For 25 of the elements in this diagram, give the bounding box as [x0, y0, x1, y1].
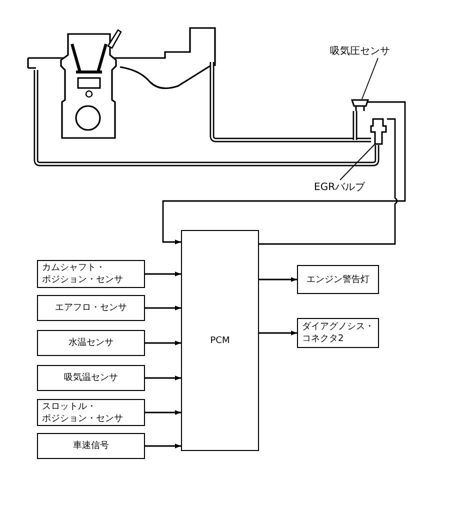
arrow: [145, 340, 181, 346]
arrow: [145, 444, 181, 448]
component-box: エンジン警告灯: [297, 265, 379, 294]
component-box: カムシャフト・ポジション・センサ: [37, 260, 145, 288]
arrow: [145, 410, 181, 415]
arrow: [145, 306, 181, 310]
control-module-box: PCM: [181, 230, 259, 451]
valve-drawing: [369, 116, 387, 146]
arrow: [145, 376, 181, 380]
component-box: スロットル・ポジション・センサ: [37, 399, 145, 426]
component-box: 吸気温センサ: [37, 365, 145, 391]
arrow: [162, 101, 406, 244]
leader-line: [340, 144, 376, 180]
arrow: [259, 277, 297, 282]
component-box: エアフロ・センサ: [37, 295, 145, 321]
wire: [259, 118, 398, 245]
part-label: 吸気圧センサ: [330, 44, 402, 58]
arrow: [259, 330, 297, 336]
component-box: ダイアグノシス・コネクタ2: [297, 318, 379, 348]
sensor-drawing: [350, 99, 370, 111]
component-box: 車速信号: [37, 433, 145, 459]
leader-line: [362, 58, 378, 100]
component-box: 水温センサ: [37, 330, 145, 356]
part-label: EGRバルブ: [314, 180, 374, 194]
arrow: [145, 272, 181, 276]
